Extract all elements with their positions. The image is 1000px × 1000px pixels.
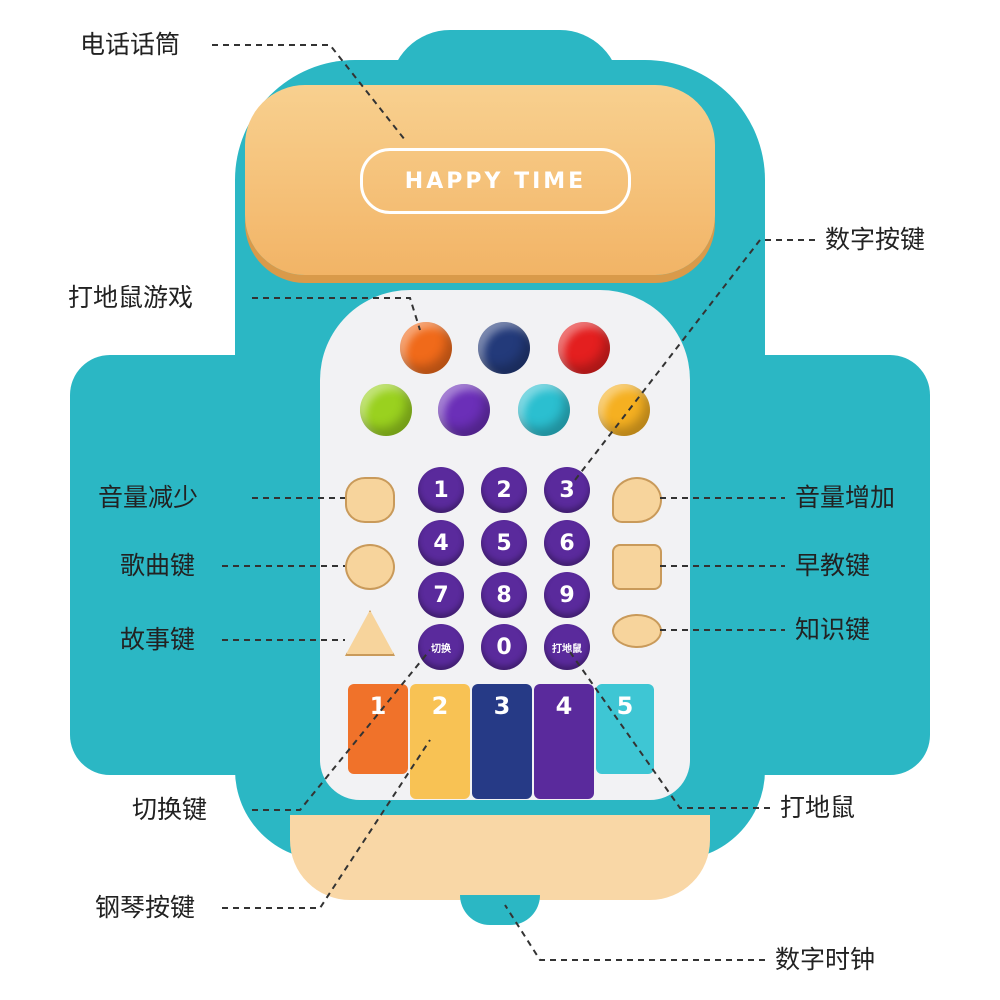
switch-key[interactable]: 切换 xyxy=(418,624,464,670)
key-6[interactable]: 6 xyxy=(544,520,590,566)
label-whack-game: 打地鼠游戏 xyxy=(68,283,194,312)
song-button[interactable] xyxy=(345,544,395,590)
handset-logo: HAPPY TIME xyxy=(360,148,631,214)
mole-button-red[interactable] xyxy=(558,322,610,374)
key-9[interactable]: 9 xyxy=(544,572,590,618)
knowledge-button[interactable] xyxy=(612,614,662,648)
piano-key-2[interactable]: 2 xyxy=(410,684,470,799)
piano-key-5[interactable]: 5 xyxy=(596,684,654,774)
key-4[interactable]: 4 xyxy=(418,520,464,566)
label-volume-up: 音量增加 xyxy=(795,483,896,512)
handset[interactable] xyxy=(245,85,715,275)
mole-button-cyan[interactable] xyxy=(518,384,570,436)
mole-button-green[interactable] xyxy=(360,384,412,436)
key-8[interactable]: 8 xyxy=(481,572,527,618)
piano-key-1[interactable]: 1 xyxy=(348,684,408,774)
volume-down-button[interactable] xyxy=(345,477,395,523)
mole-button-navy[interactable] xyxy=(478,322,530,374)
label-piano-keys: 钢琴按键 xyxy=(95,893,196,922)
whack-mole-key[interactable]: 打地鼠 xyxy=(544,624,590,670)
key-1[interactable]: 1 xyxy=(418,467,464,513)
label-early-edu-key: 早教键 xyxy=(795,551,871,580)
key-0[interactable]: 0 xyxy=(481,624,527,670)
key-7[interactable]: 7 xyxy=(418,572,464,618)
label-volume-down: 音量减少 xyxy=(98,483,199,512)
label-story-key: 故事键 xyxy=(120,625,196,654)
label-switch-key: 切换键 xyxy=(132,795,208,824)
label-handset: 电话话筒 xyxy=(80,30,181,59)
volume-up-button[interactable] xyxy=(612,477,662,523)
key-3[interactable]: 3 xyxy=(544,467,590,513)
label-number-keys: 数字按键 xyxy=(825,225,926,254)
label-knowledge-key: 知识键 xyxy=(795,615,871,644)
mole-button-orange[interactable] xyxy=(400,322,452,374)
mole-button-yellow[interactable] xyxy=(598,384,650,436)
label-whack-mole: 打地鼠 xyxy=(780,793,856,822)
label-digital-clock: 数字时钟 xyxy=(775,945,876,974)
label-song-key: 歌曲键 xyxy=(120,551,196,580)
bottom-band xyxy=(290,815,710,900)
key-5[interactable]: 5 xyxy=(481,520,527,566)
key-2[interactable]: 2 xyxy=(481,467,527,513)
piano-key-3[interactable]: 3 xyxy=(472,684,532,799)
mole-button-purple[interactable] xyxy=(438,384,490,436)
piano-key-4[interactable]: 4 xyxy=(534,684,594,799)
